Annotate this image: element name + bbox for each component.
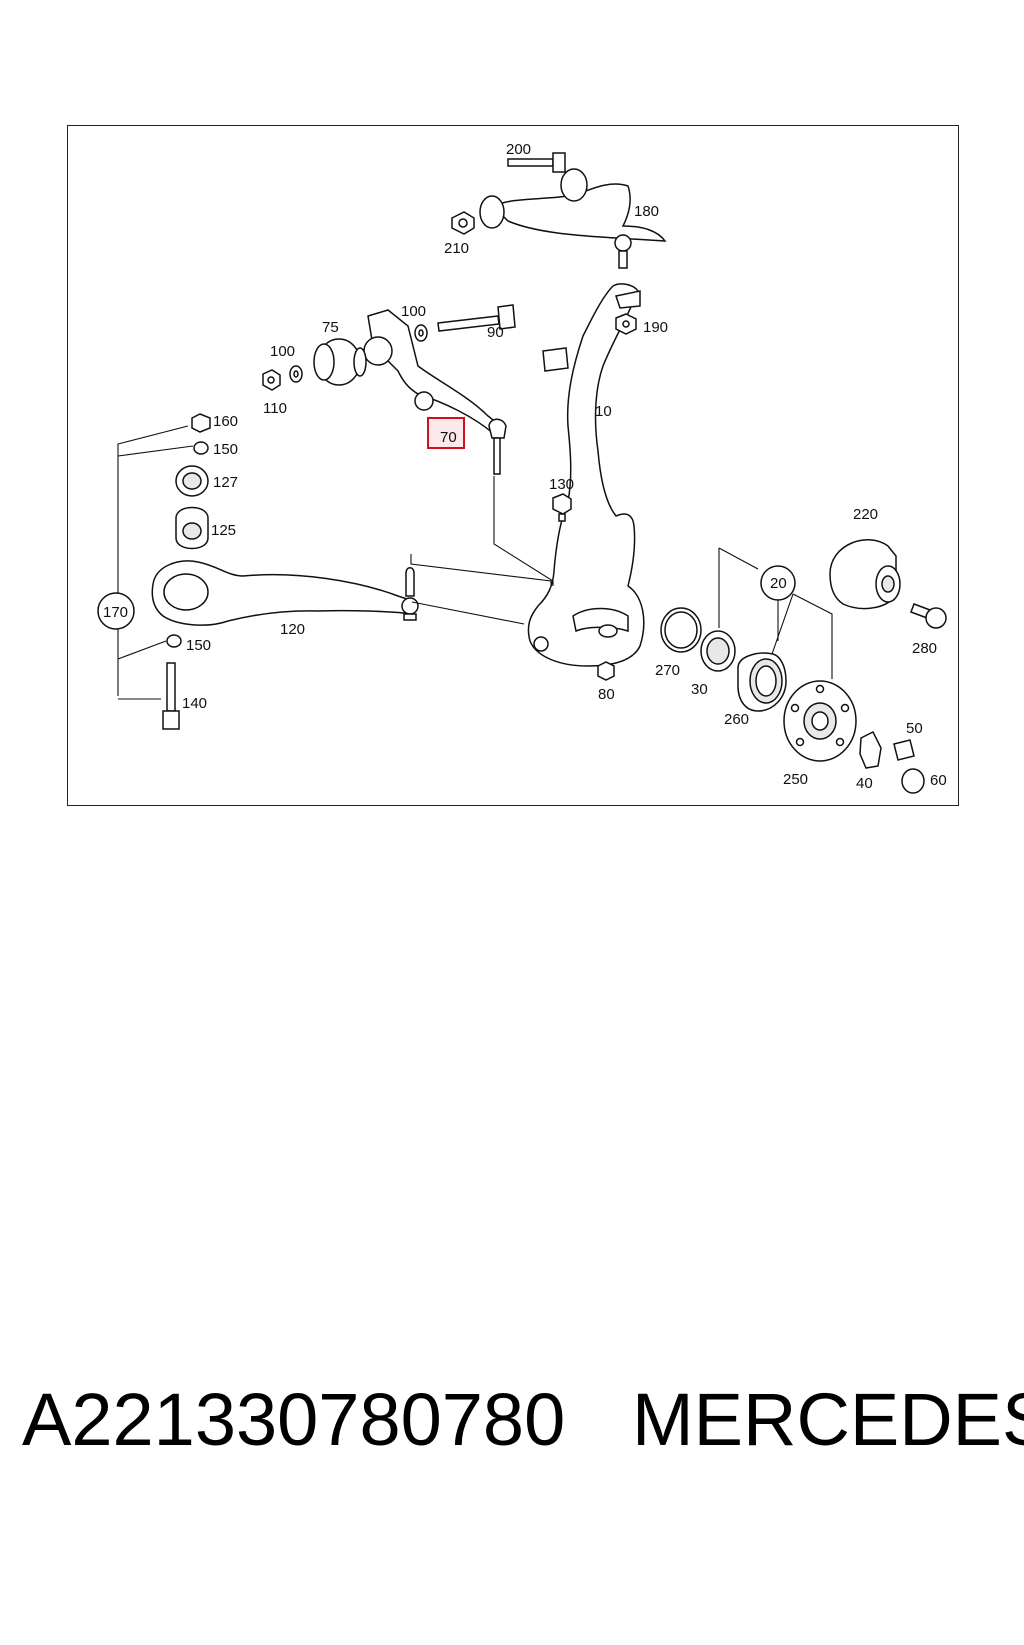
lower-front-arm <box>363 309 507 475</box>
callout-75: 75 <box>322 319 339 336</box>
bolt-90 <box>437 304 516 332</box>
upper-control-arm <box>479 168 667 269</box>
nut-110 <box>262 369 281 391</box>
callout-170: 170 <box>103 604 128 621</box>
callout-10: 10 <box>595 403 612 420</box>
bushing-125 <box>175 506 209 550</box>
callout-250: 250 <box>783 771 808 788</box>
washer-100 <box>289 324 428 383</box>
bolt-130 <box>552 493 572 522</box>
callout-60: 60 <box>930 772 947 789</box>
part-number: A221330780780 <box>22 1378 566 1461</box>
steering-knuckle <box>527 283 645 667</box>
callout-150-upper: 150 <box>213 441 238 458</box>
parts-diagram: 200 180 210 100 90 75 100 110 190 10 70 … <box>67 125 959 806</box>
hub-250 <box>783 680 857 762</box>
footer-caption: A221330780780 MERCEDES <box>0 1375 1024 1465</box>
nut-160 <box>191 413 211 433</box>
callout-130: 130 <box>549 476 574 493</box>
bushing-75 <box>313 338 367 386</box>
callout-circle-20 <box>760 565 796 601</box>
callout-50: 50 <box>906 720 923 737</box>
callout-127: 127 <box>213 474 238 491</box>
callout-140: 140 <box>182 695 207 712</box>
spacer-220 <box>829 539 901 610</box>
bearing-260 <box>737 652 787 712</box>
callout-260: 260 <box>724 711 749 728</box>
callout-150-lower: 150 <box>186 637 211 654</box>
diagram-drawing: 200 180 210 100 90 75 100 110 190 10 70 … <box>97 141 947 794</box>
nut-190 <box>615 313 637 335</box>
callout-190: 190 <box>643 319 668 336</box>
brand-name: MERCEDES <box>632 1378 1024 1461</box>
bushing-127 <box>175 465 209 497</box>
nut-80 <box>597 661 615 681</box>
nut-210 <box>451 211 475 235</box>
callout-20: 20 <box>770 575 787 592</box>
callout-180: 180 <box>634 203 659 220</box>
callout-40: 40 <box>856 775 873 792</box>
callout-110: 110 <box>263 400 287 417</box>
callout-70: 70 <box>440 429 457 446</box>
bolt-140 <box>162 662 180 730</box>
callout-125: 125 <box>211 522 236 539</box>
lower-rear-arm <box>151 560 419 626</box>
snap-ring-270 <box>660 607 702 653</box>
washer-150 <box>166 441 209 648</box>
callout-210: 210 <box>444 240 469 257</box>
bolt-200 <box>507 152 566 173</box>
seal-30 <box>700 630 736 672</box>
clip-40 <box>859 730 882 769</box>
callout-90: 90 <box>487 324 504 341</box>
callout-100-lower: 100 <box>270 343 295 360</box>
callout-160: 160 <box>213 413 238 430</box>
bolt-280 <box>910 603 947 629</box>
callout-200: 200 <box>506 141 531 158</box>
highlight-box-70 <box>427 417 465 449</box>
cap-60 <box>901 768 925 794</box>
callout-270: 270 <box>655 662 680 679</box>
callout-120: 120 <box>280 621 305 638</box>
callout-220: 220 <box>853 506 878 523</box>
screw-50 <box>893 739 915 761</box>
callout-circle-170 <box>97 592 135 630</box>
callout-80: 80 <box>598 686 615 703</box>
callout-30: 30 <box>691 681 708 698</box>
callout-100-upper: 100 <box>401 303 426 320</box>
callout-280: 280 <box>912 640 937 657</box>
